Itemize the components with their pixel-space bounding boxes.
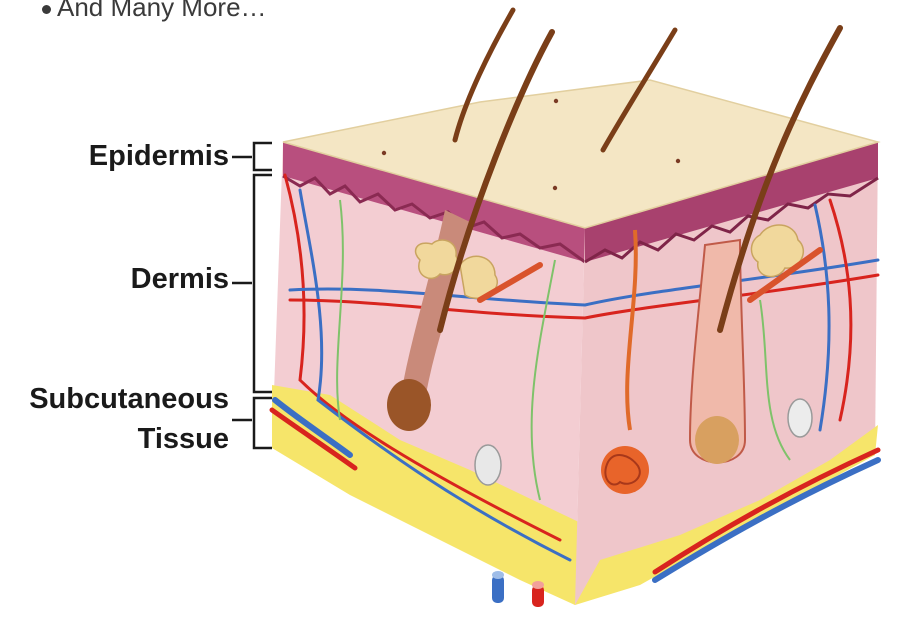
hair-bulb-right (695, 416, 739, 464)
bracket-subcutaneous (232, 398, 272, 448)
pacinian-corpuscle-right (788, 399, 812, 437)
bracket-dermis (232, 175, 272, 392)
pacinian-corpuscle-left (475, 445, 501, 485)
label-brackets (232, 143, 272, 448)
sebaceous-gland-left (416, 240, 458, 278)
bracket-epidermis (232, 143, 272, 170)
hair-bulb (387, 379, 431, 431)
sweat-gland-coil (601, 446, 649, 494)
